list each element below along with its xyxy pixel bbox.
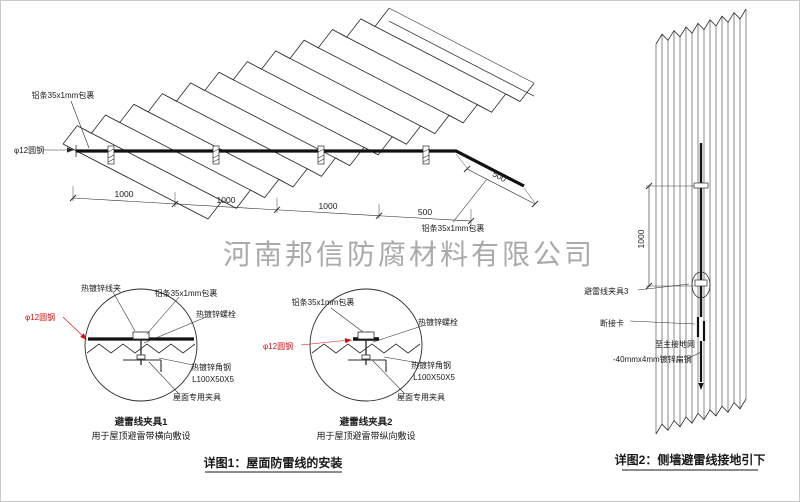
detail1-subtitle: 用于屋顶避雷带横向敷设: [91, 430, 190, 441]
detail2-bolt-label: 热镀锌螺栓: [418, 317, 458, 327]
detail1-round-steel-label: φ12圆钢: [25, 312, 55, 322]
detail1-title: 避雷线夹具1: [115, 416, 169, 428]
roof-alu-strip-label-bottom: 铝条35x1mm包裹: [422, 223, 485, 233]
detail1-wire-clip-label: 热镀锌线夹: [81, 283, 121, 293]
roof-dim-1000-b: 1000: [217, 195, 236, 205]
roof-dimension-chain: [69, 153, 539, 225]
detail2-title: 避雷线夹具2: [340, 416, 393, 428]
roof-lightning-wire: [75, 145, 525, 188]
detail-circle-2: [300, 288, 426, 402]
roof-dim-1000-a: 1000: [115, 189, 134, 199]
caption-detail2: 详图2：侧墙避雷线接地引下: [615, 452, 766, 471]
detail1-angle-spec-label: L100X50X5: [192, 375, 234, 384]
detail2-subtitle: 用于屋顶避雷带纵向敷设: [316, 430, 415, 441]
detail2-angle-steel-label: 热镀锌角钢: [411, 360, 451, 370]
caption-detail1: 详图1：屋面防雷线的安装: [204, 455, 343, 473]
roof-dim-500-side: 500: [491, 169, 508, 185]
roof-isometric-drawing: [62, 7, 535, 220]
caption-detail2-text: 详图2：侧墙避雷线接地引下: [615, 452, 766, 467]
roof-round-steel-label: φ12圆钢: [14, 145, 44, 155]
caption-detail1-text: 详图1：屋面防雷线的安装: [204, 455, 343, 470]
wall-clamp3-label: 避雷线夹具3: [584, 286, 629, 296]
wall-section-drawing: [629, 8, 747, 435]
detail1-angle-steel-label: 热镀锌角钢: [191, 362, 231, 372]
roof-dim-1000-c: 1000: [319, 201, 338, 211]
roof-dim-500: 500: [418, 207, 432, 217]
detail2-round-steel-label: φ12圆钢: [263, 341, 293, 351]
wall-flat-steel-label: -40mmx4mm镀锌扁钢: [613, 354, 692, 364]
detail2-alu-strip-label: 铝条35x1mm包裹: [292, 297, 355, 307]
wall-disconnect-label: 断接卡: [600, 318, 624, 328]
detail-circle-1: [62, 288, 207, 402]
text-layer: 河南邦信防腐材料有限公司 铝条35x1mm包裹 铝条35x1mm包裹 φ12圆钢…: [14, 90, 766, 473]
detail1-alu-strip-label: 铝条35x1mm包裹: [155, 288, 218, 298]
roof-label-leaders: [43, 100, 488, 223]
detail1-bolt-label: 热镀锌螺栓: [196, 309, 236, 319]
company-watermark: 河南邦信防腐材料有限公司: [223, 239, 595, 270]
detail2-angle-spec-label: L100X50X5: [413, 373, 455, 382]
wall-dim-1000: 1000: [636, 229, 646, 248]
wall-to-ground-label: 至主接地网: [655, 339, 695, 349]
detail2-roof-clamp-label: 屋面专用夹具: [397, 392, 445, 402]
roof-alu-strip-label-top: 铝条35x1mm包裹: [32, 90, 95, 100]
detail1-roof-clamp-label: 屋面专用夹具: [173, 392, 221, 402]
